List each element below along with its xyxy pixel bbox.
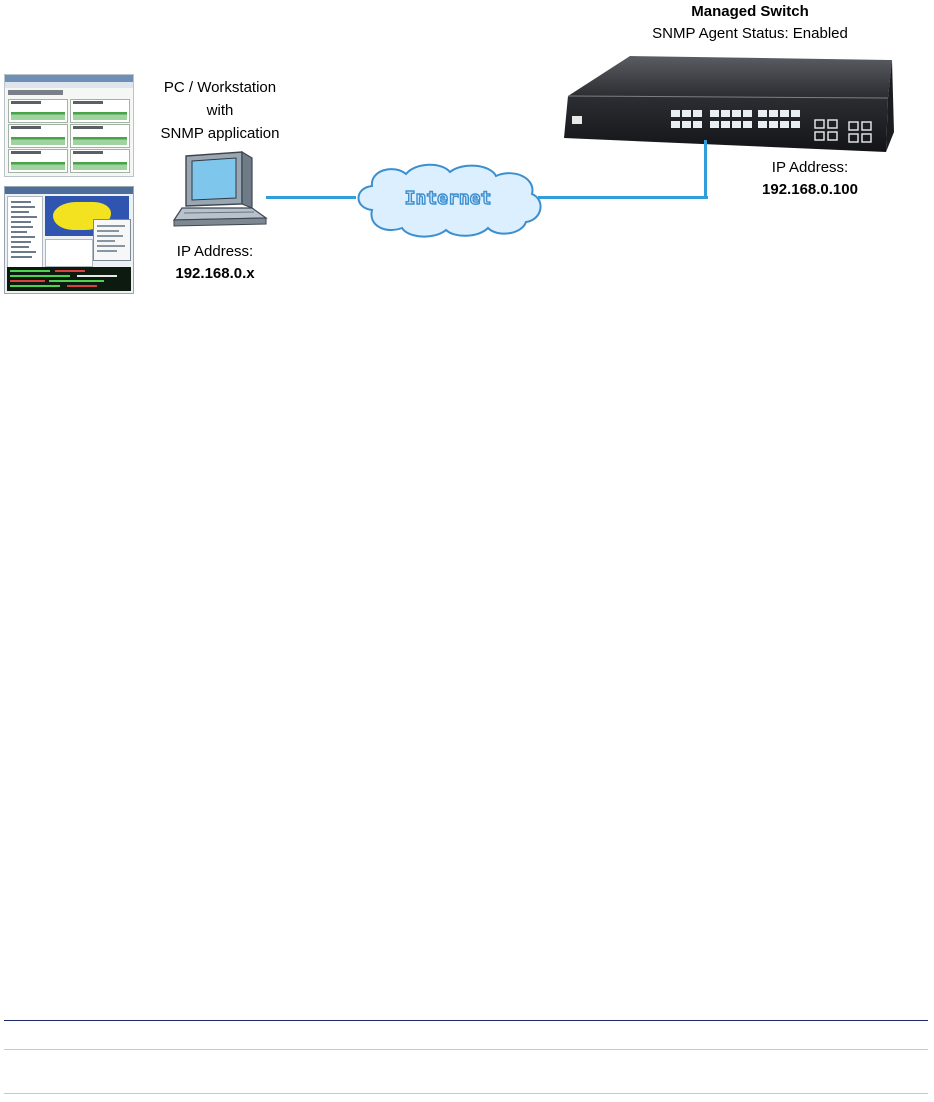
snmp-app-screenshot-mrtg — [4, 74, 134, 177]
snmp-app-screenshot-map — [4, 186, 134, 294]
link-switch-drop — [704, 140, 707, 199]
switch-ip-label: IP Address: — [771, 159, 849, 176]
pc-ip-label: IP Address: — [176, 243, 254, 260]
pc-monitor-icon — [172, 150, 268, 227]
pc-ip-value: 192.168.0.x — [175, 265, 255, 282]
managed-switch-icon — [564, 56, 894, 152]
pc-title-line2: with — [206, 102, 234, 119]
switch-title: Managed Switch — [691, 3, 809, 20]
link-internet-to-switch — [538, 196, 708, 199]
screenshot-title — [8, 90, 63, 95]
switch-agent-status: SNMP Agent Status: Enabled — [652, 25, 848, 42]
pc-title-line3: SNMP application — [160, 125, 280, 142]
internet-cloud-icon: Internet — [357, 163, 542, 238]
pc-title-line1: PC / Workstation — [163, 79, 277, 96]
link-pc-to-internet — [266, 196, 356, 199]
footer-divider-bottom — [4, 1093, 928, 1094]
switch-ip-value: 192.168.0.100 — [762, 181, 858, 198]
footer-divider-top — [4, 1020, 928, 1021]
internet-label: Internet — [405, 188, 492, 209]
footer-divider-middle — [4, 1049, 928, 1050]
